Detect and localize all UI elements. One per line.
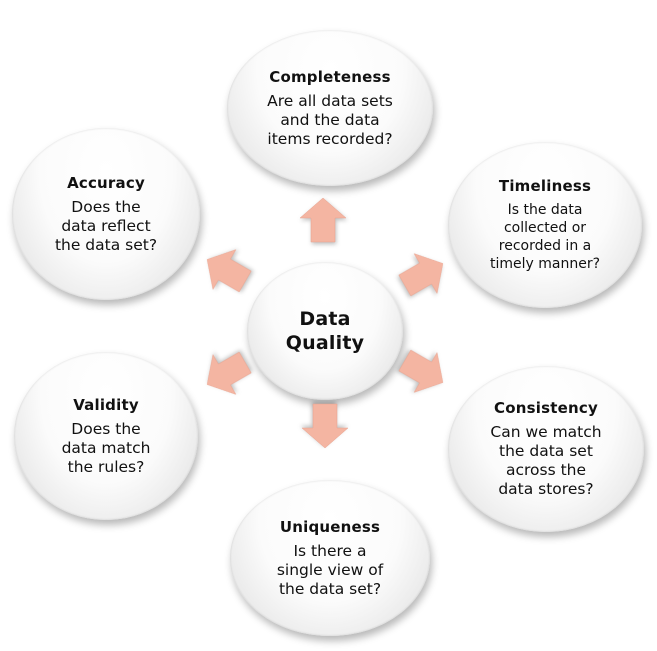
arrow-lower-left-icon: [196, 342, 259, 405]
center-title-line2: Quality: [285, 332, 365, 354]
completeness-bubble: Completeness Are all data sets and the d…: [227, 30, 433, 186]
completeness-description: Are all data sets and the data items rec…: [267, 91, 393, 148]
uniqueness-description: Is there a single view of the data set?: [276, 541, 384, 598]
center-title-line1: Data: [299, 308, 351, 330]
validity-description: Does the data match the rules?: [61, 419, 151, 476]
consistency-title: Consistency: [494, 399, 598, 417]
validity-bubble: Validity Does the data match the rules?: [14, 352, 198, 520]
uniqueness-bubble: Uniqueness Is there a single view of the…: [230, 480, 430, 636]
uniqueness-title: Uniqueness: [279, 517, 381, 536]
consistency-description: Can we match the data set across the dat…: [490, 423, 602, 498]
completeness-title: Completeness: [269, 67, 391, 86]
validity-title: Validity: [73, 395, 139, 414]
data-quality-center-bubble: Data Quality: [247, 262, 403, 400]
arrow-upper-left-icon: [196, 240, 259, 303]
arrow-down-icon: [301, 402, 349, 449]
consistency-bubble: Consistency Can we match the data set ac…: [448, 366, 644, 532]
accuracy-title: Accuracy: [67, 173, 145, 192]
arrow-lower-right-icon: [392, 340, 455, 403]
timeliness-bubble: Timeliness Is the data collected or reco…: [448, 142, 642, 308]
accuracy-bubble: Accuracy Does the data reflect the data …: [12, 128, 200, 300]
timeliness-title: Timeliness: [498, 177, 592, 195]
timeliness-description: Is the data collected or recorded in a t…: [489, 202, 601, 272]
arrow-up-icon: [299, 197, 347, 244]
accuracy-description: Does the data reflect the data set?: [54, 197, 158, 254]
arrow-upper-right-icon: [392, 244, 455, 307]
